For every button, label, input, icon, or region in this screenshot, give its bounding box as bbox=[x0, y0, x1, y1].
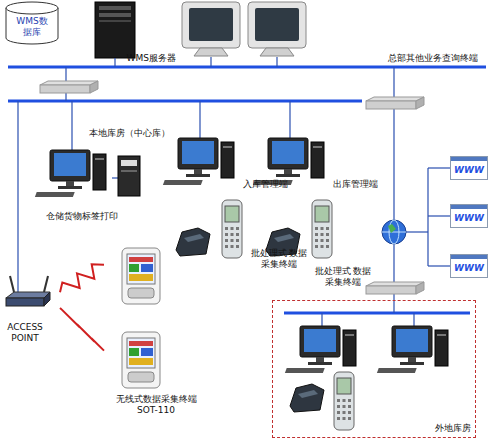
web-label: WWW bbox=[454, 259, 484, 274]
web-label: WWW bbox=[454, 209, 484, 224]
computer-icon bbox=[163, 138, 234, 185]
device-label: ACCESS POINT bbox=[2, 322, 48, 344]
handheld-terminal bbox=[334, 372, 354, 430]
network-switch bbox=[366, 282, 424, 294]
warehouse-group: 外地库房 bbox=[272, 300, 476, 438]
device-label: 出库管理端 bbox=[333, 179, 378, 190]
device-label: 入库管理端 bbox=[243, 179, 288, 190]
device-label: 外地库房 bbox=[435, 423, 471, 434]
workstation-node: 出库管理端 bbox=[266, 136, 378, 190]
computer-icon bbox=[377, 326, 448, 373]
web-client: WWW bbox=[450, 156, 488, 180]
web-client: WWW bbox=[450, 254, 488, 278]
database-cylinder bbox=[6, 2, 58, 44]
wireless-terminal bbox=[122, 332, 160, 388]
server-tower bbox=[95, 2, 135, 58]
device-label: 总部其他业务查询终端 bbox=[388, 53, 478, 64]
web-label: WWW bbox=[454, 161, 484, 176]
device-label: 批处理式 数据采集终端 bbox=[248, 248, 310, 270]
wireless-link bbox=[60, 308, 104, 351]
network-bus bbox=[8, 67, 486, 313]
terminal-node: 总部其他业务查询终端 bbox=[178, 0, 478, 64]
device-label: WMS服务器 bbox=[127, 53, 176, 64]
device-label: 本地库房（中心库） bbox=[89, 128, 170, 139]
network-switch bbox=[40, 81, 98, 93]
cradle-icon bbox=[290, 384, 324, 412]
access-point-node: ACCESS POINT bbox=[2, 272, 60, 344]
device-label: 批处理式 数据采集终端 bbox=[312, 266, 374, 288]
workstation-node: 入库管理端 bbox=[176, 136, 288, 190]
handheld-terminal bbox=[312, 200, 332, 258]
terminal-node: 批处理式 数据采集终端 bbox=[172, 196, 310, 270]
internet-globe bbox=[382, 220, 406, 244]
query-monitor bbox=[182, 2, 240, 56]
computer-icon bbox=[253, 138, 324, 185]
terminal-node: 无线式数据采集终端 SOT-110 bbox=[104, 244, 208, 416]
computer-icon bbox=[285, 326, 356, 373]
network-wire bbox=[18, 57, 450, 326]
label-printer bbox=[118, 156, 140, 196]
database-node: WMS数据库 bbox=[6, 12, 58, 42]
terminal-node: 批处理式 数据采集终端 bbox=[262, 196, 374, 288]
device-label: 仓储货物标签打印 bbox=[46, 211, 118, 222]
workstation-node: 本地库房（中心库） bbox=[44, 128, 170, 150]
device-label: 无线式数据采集终端 SOT-110 bbox=[106, 394, 206, 416]
wireless-link bbox=[60, 264, 104, 292]
wireless-terminal bbox=[122, 248, 160, 304]
device-label: WMS数据库 bbox=[14, 16, 50, 38]
query-monitor bbox=[248, 2, 306, 56]
web-client: WWW bbox=[450, 204, 488, 228]
printer-node: 仓储货物标签打印 bbox=[26, 200, 138, 222]
computer-icon bbox=[35, 150, 106, 197]
access-point-icon bbox=[6, 276, 50, 306]
server-node: WMS服务器 bbox=[88, 0, 176, 64]
network-switch bbox=[366, 97, 424, 109]
cradle-icon bbox=[176, 228, 210, 256]
handheld-terminal bbox=[222, 200, 242, 258]
